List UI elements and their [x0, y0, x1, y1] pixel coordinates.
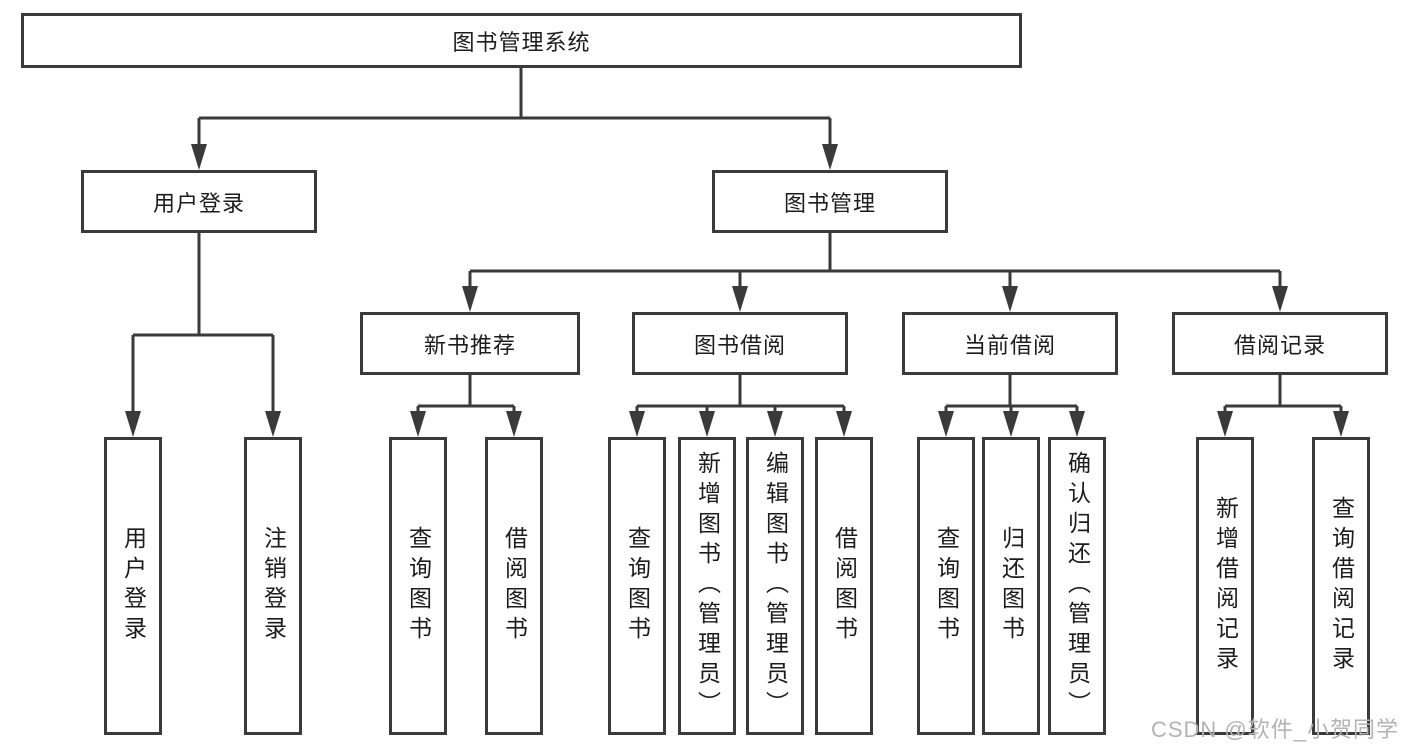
arrow-icon — [822, 144, 838, 170]
arrow-icon — [732, 286, 748, 312]
leaf-newbook-borrow-books: 借阅图书 — [485, 437, 543, 735]
arrow-icon — [265, 411, 281, 437]
node-book-borrow: 图书借阅 — [632, 312, 848, 375]
node-library-system: 图书管理系统 — [21, 13, 1022, 68]
leaf-logout-login: 注销登录 — [244, 437, 302, 735]
arrow-icon — [125, 411, 141, 437]
node-label: 查询借阅记录 — [1328, 496, 1355, 676]
arrow-icon — [629, 411, 645, 437]
node-book-management: 图书管理 — [712, 170, 948, 233]
node-label: 借阅图书 — [501, 526, 528, 646]
node-label: 用户登录 — [120, 526, 147, 646]
node-new-book-recommend: 新书推荐 — [360, 312, 580, 375]
node-label: 用户登录 — [152, 190, 245, 216]
node-label: 编辑图书（管理员） — [762, 451, 789, 721]
csdn-watermark: CSDN @软件_小贺同学 — [1150, 717, 1399, 742]
leaf-borrow-borrow-books: 借阅图书 — [815, 437, 873, 735]
node-label: 新增图书（管理员） — [694, 451, 721, 721]
arrowheads — [125, 144, 1349, 437]
arrow-icon — [767, 411, 783, 437]
leaf-borrow-query-books: 查询图书 — [608, 437, 666, 735]
arrow-icon — [1333, 411, 1349, 437]
leaf-records-add-borrow-record: 新增借阅记录 — [1196, 437, 1254, 735]
node-current-borrow: 当前借阅 — [902, 312, 1118, 375]
node-label: 图书管理 — [783, 190, 876, 216]
node-label: 图书管理系统 — [452, 29, 591, 55]
leaf-borrow-edit-books-admin: 编辑图书（管理员） — [746, 437, 804, 735]
arrow-icon — [1272, 286, 1288, 312]
node-label: 查询图书 — [405, 526, 432, 646]
arrow-icon — [1002, 286, 1018, 312]
arrow-icon — [1217, 411, 1233, 437]
node-borrow-records: 借阅记录 — [1172, 312, 1388, 375]
leaf-current-confirm-return-admin: 确认归还（管理员） — [1048, 437, 1106, 735]
connector-paths — [131, 68, 1343, 432]
node-label: 借阅图书 — [831, 526, 858, 646]
arrow-icon — [1003, 411, 1019, 437]
node-label: 确认归还（管理员） — [1064, 451, 1091, 721]
arrow-icon — [506, 411, 522, 437]
arrow-icon — [462, 286, 478, 312]
node-label: 归还图书 — [998, 526, 1025, 646]
node-label: 当前借阅 — [963, 332, 1056, 358]
leaf-records-query-borrow-record: 查询借阅记录 — [1312, 437, 1370, 735]
node-label: 图书借阅 — [693, 332, 786, 358]
arrow-icon — [836, 411, 852, 437]
arrow-icon — [410, 411, 426, 437]
leaf-newbook-query-books: 查询图书 — [389, 437, 447, 735]
node-label: 查询图书 — [624, 526, 651, 646]
arrow-icon — [938, 411, 954, 437]
node-user-login: 用户登录 — [81, 170, 317, 233]
node-label: 查询图书 — [933, 526, 960, 646]
leaf-current-return-books: 归还图书 — [982, 437, 1040, 735]
node-label: 新书推荐 — [423, 332, 516, 358]
leaf-borrow-add-books-admin: 新增图书（管理员） — [678, 437, 736, 735]
arrow-icon — [191, 144, 207, 170]
node-label: 新增借阅记录 — [1212, 496, 1239, 676]
node-label: 注销登录 — [260, 526, 287, 646]
node-label: 借阅记录 — [1233, 332, 1326, 358]
arrow-icon — [699, 411, 715, 437]
leaf-user-login: 用户登录 — [104, 437, 162, 735]
arrow-icon — [1069, 411, 1085, 437]
leaf-current-query-books: 查询图书 — [917, 437, 975, 735]
